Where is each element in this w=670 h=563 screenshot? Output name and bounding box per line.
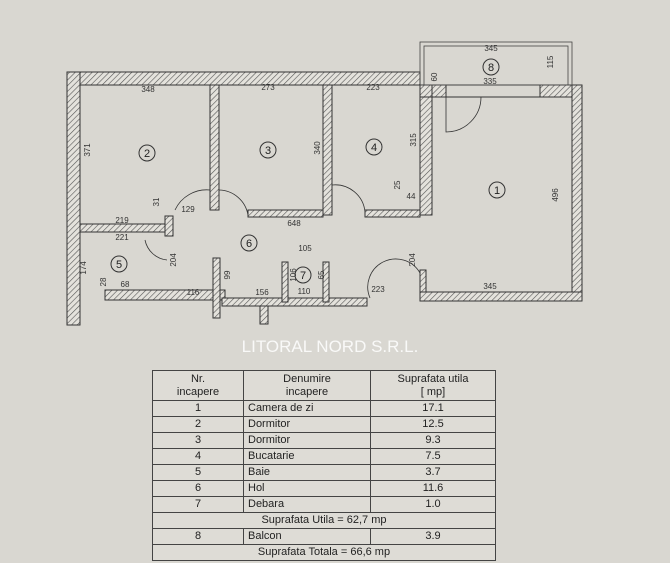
dimension-label: 345 <box>483 282 497 291</box>
header-name: Denumire incapere <box>243 370 371 401</box>
dimension-label: 223 <box>366 83 380 92</box>
room-circle <box>294 266 312 284</box>
header-area: Suprafata utila [ mp] <box>370 370 496 401</box>
dimension-label: 496 <box>551 188 560 202</box>
dimension-label: 110 <box>298 287 311 296</box>
room-number: 7 <box>300 270 306 282</box>
rooms-table: Nr. incapere Denumire incapere Suprafata… <box>152 370 496 561</box>
cell-name: Dormitor <box>243 432 371 449</box>
cell-name: Dormitor <box>243 416 371 433</box>
cell-nr: 3 <box>152 432 244 449</box>
dimension-label: 340 <box>313 141 322 155</box>
dimension-label: 156 <box>255 288 269 297</box>
table-header: Nr. incapere Denumire incapere Suprafata… <box>152 370 496 401</box>
room-circle <box>240 234 258 252</box>
room-label-5: 5 <box>110 255 128 273</box>
dimension-label: 115 <box>546 55 555 68</box>
dimension-label: 335 <box>483 77 497 86</box>
cell-name: Debara <box>243 496 371 513</box>
dimension-label: 106 <box>289 268 298 282</box>
cell-area: 3.7 <box>370 464 496 481</box>
dimension-label: 28 <box>99 277 108 286</box>
dimension-label: 25 <box>393 180 402 189</box>
cell-nr: 5 <box>152 464 244 481</box>
cell-name: Baie <box>243 464 371 481</box>
subtotal-row: Suprafata Utila = 62,7 mp <box>152 512 496 529</box>
dimension-label: 129 <box>181 205 195 214</box>
room-label-3: 3 <box>259 141 277 159</box>
dimension-label: 31 <box>152 197 161 206</box>
room-circle <box>365 138 383 156</box>
table-row: 8 Balcon 3.9 <box>152 528 496 545</box>
dimension-label: 204 <box>408 253 417 267</box>
dimension-label: 345 <box>484 44 498 53</box>
room-number: 3 <box>265 145 271 157</box>
dimension-label: 116 <box>187 288 200 297</box>
dimension-label: 68 <box>121 280 130 289</box>
room-circle <box>259 141 277 159</box>
cell-nr: 6 <box>152 480 244 497</box>
dimension-label: 219 <box>115 216 129 225</box>
dimension-label: 99 <box>223 270 232 279</box>
dimension-label: 65 <box>317 270 326 279</box>
room-labels: 1 2 3 4 5 6 7 8 <box>110 58 506 284</box>
cell-area: 9.3 <box>370 432 496 449</box>
header-nr: Nr. incapere <box>152 370 244 401</box>
room-label-7: 7 <box>294 266 312 284</box>
dimension-label: 44 <box>407 192 416 201</box>
cell-nr: 7 <box>152 496 244 513</box>
room-circle <box>138 144 156 162</box>
room-label-6: 6 <box>240 234 258 252</box>
cell-name: Bucatarie <box>243 448 371 465</box>
cell-name: Hol <box>243 480 371 497</box>
room-label-8: 8 <box>482 58 500 76</box>
dimension-label: 105 <box>298 244 312 253</box>
dimension-label: 174 <box>79 261 88 275</box>
room-number: 5 <box>116 259 122 271</box>
dimension-label: 371 <box>83 143 92 157</box>
dimension-label: 204 <box>169 253 178 267</box>
cell-nr: 1 <box>152 400 244 417</box>
cell-area: 12.5 <box>370 416 496 433</box>
room-label-2: 2 <box>138 144 156 162</box>
cell-area: 1.0 <box>370 496 496 513</box>
cell-area: 11.6 <box>370 480 496 497</box>
room-circle <box>488 181 506 199</box>
walls <box>66 71 583 326</box>
room-number: 6 <box>246 238 252 250</box>
door-swings <box>144 96 482 299</box>
dimension-label: 348 <box>141 85 155 94</box>
room-number: 4 <box>371 142 377 154</box>
dimension-label: 273 <box>261 83 275 92</box>
dimension-label: 221 <box>115 233 129 242</box>
cell-nr: 2 <box>152 416 244 433</box>
cell-nr: 4 <box>152 448 244 465</box>
watermark: LITORAL NORD S.R.L. <box>242 337 419 356</box>
room-number: 8 <box>488 62 494 74</box>
room-label-1: 1 <box>488 181 506 199</box>
cell-area: 7.5 <box>370 448 496 465</box>
total-row: Suprafata Totala = 66,6 mp <box>152 544 496 561</box>
dimension-label: 223 <box>371 285 385 294</box>
dimension-label: 648 <box>287 219 301 228</box>
room-number: 2 <box>144 148 150 160</box>
room-label-4: 4 <box>365 138 383 156</box>
room-circle <box>482 58 500 76</box>
cell-area: 17.1 <box>370 400 496 417</box>
dimension-label: 315 <box>409 133 418 147</box>
balcony-outline <box>419 41 573 86</box>
dimension-label: 60 <box>430 72 439 81</box>
room-number: 1 <box>494 185 500 197</box>
room-circle <box>110 255 128 273</box>
cell-name: Camera de zi <box>243 400 371 417</box>
